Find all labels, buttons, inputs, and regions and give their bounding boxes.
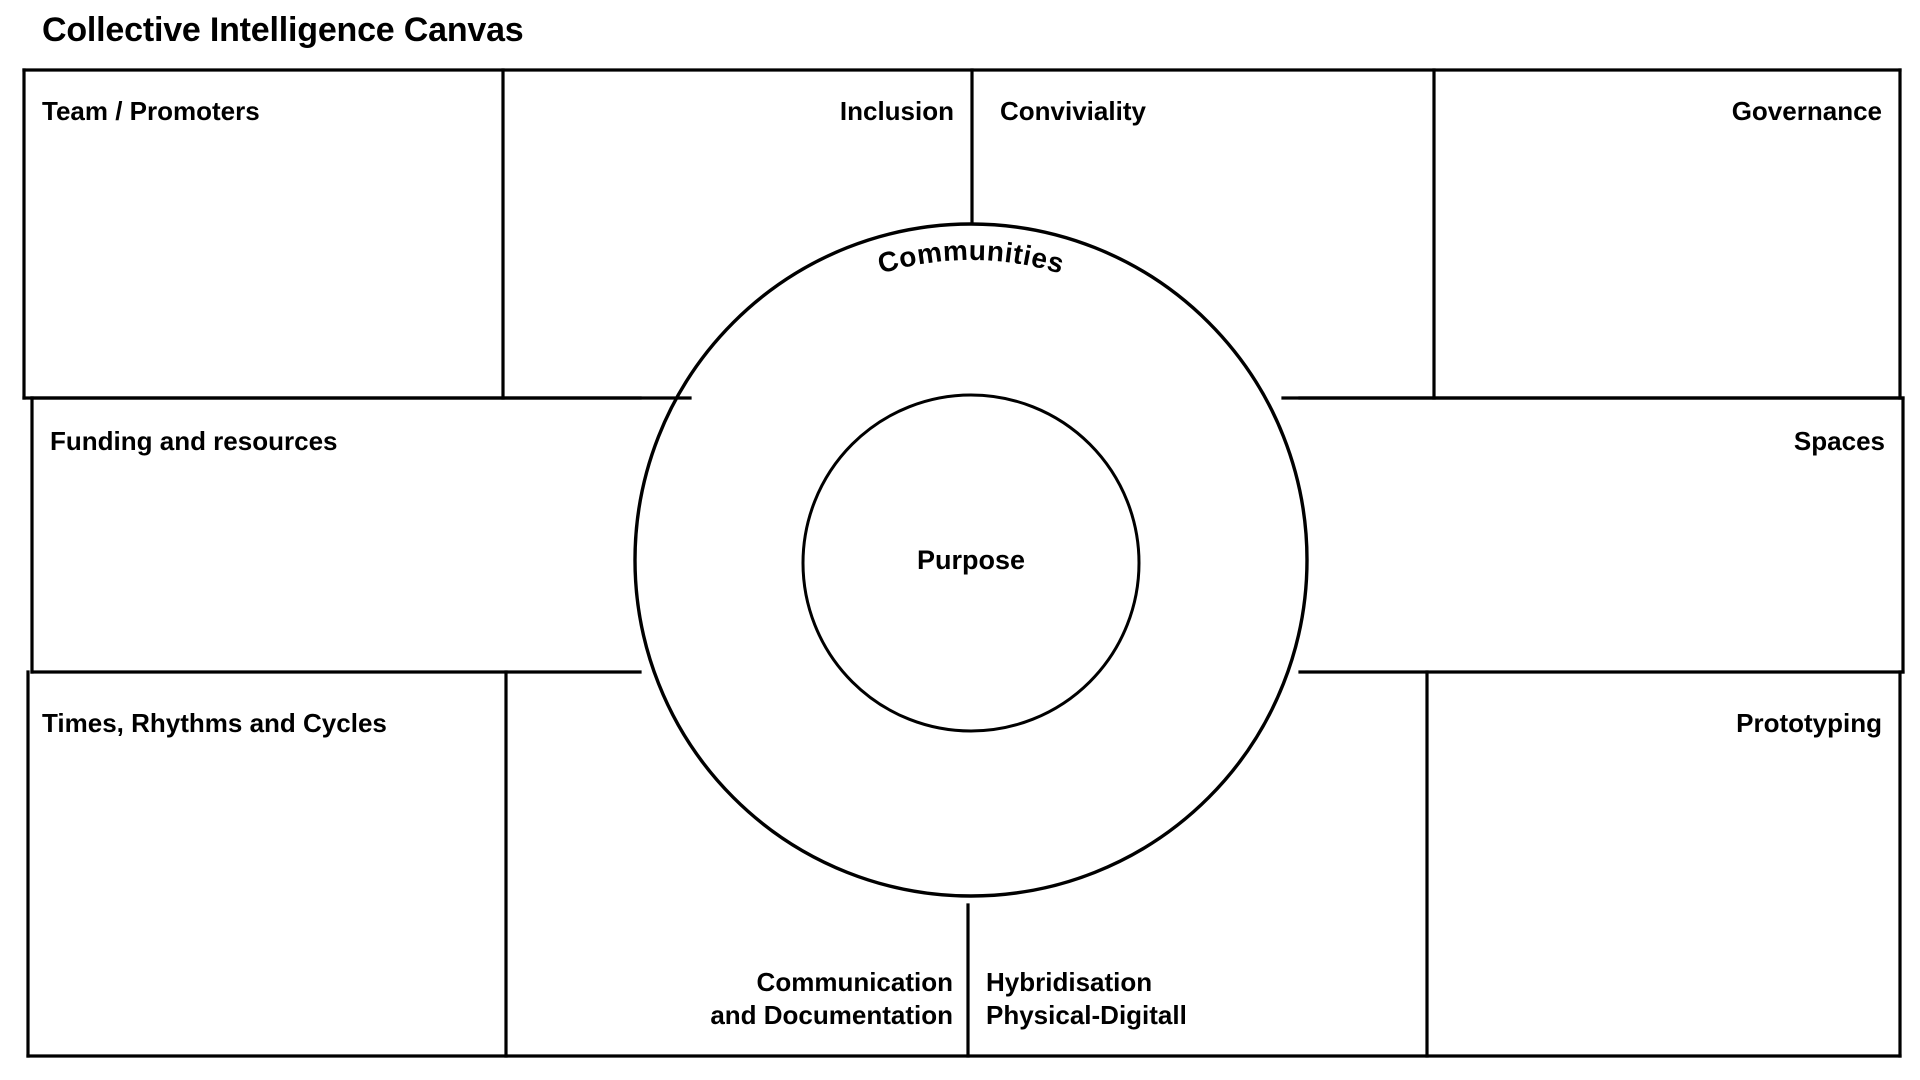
- page-title: Collective Intelligence Canvas: [42, 11, 524, 49]
- cell-label-governance: Governance: [1731, 96, 1882, 126]
- cell-label-conviviality: Conviviality: [1000, 96, 1146, 126]
- cell-label-prototyping: Prototyping: [1736, 708, 1882, 738]
- cell-label-inclusion: Inclusion: [839, 96, 954, 126]
- cell-governance[interactable]: [1434, 70, 1900, 398]
- cell-label-communication-and-documentation: Communication and Documentation: [710, 967, 953, 1031]
- cell-label-times-rhythms-and-cycles: Times, Rhythms and Cycles: [42, 708, 387, 738]
- cell-label-team-promoters: Team / Promoters: [42, 96, 260, 126]
- inner-circle-label: Purpose: [916, 545, 1026, 575]
- cell-prototyping[interactable]: [1427, 672, 1900, 1056]
- cell-times-rhythms-and-cycles[interactable]: [28, 672, 506, 1056]
- cell-label-funding-and-resources: Funding and resources: [50, 426, 338, 456]
- cell-team-promoters[interactable]: [24, 70, 503, 398]
- circle-purpose[interactable]: [803, 395, 1139, 731]
- cell-label-hybridisation-physical-digitall: Hybridisation Physical-Digitall: [986, 967, 1187, 1031]
- cell-label-spaces: Spaces: [1793, 426, 1885, 456]
